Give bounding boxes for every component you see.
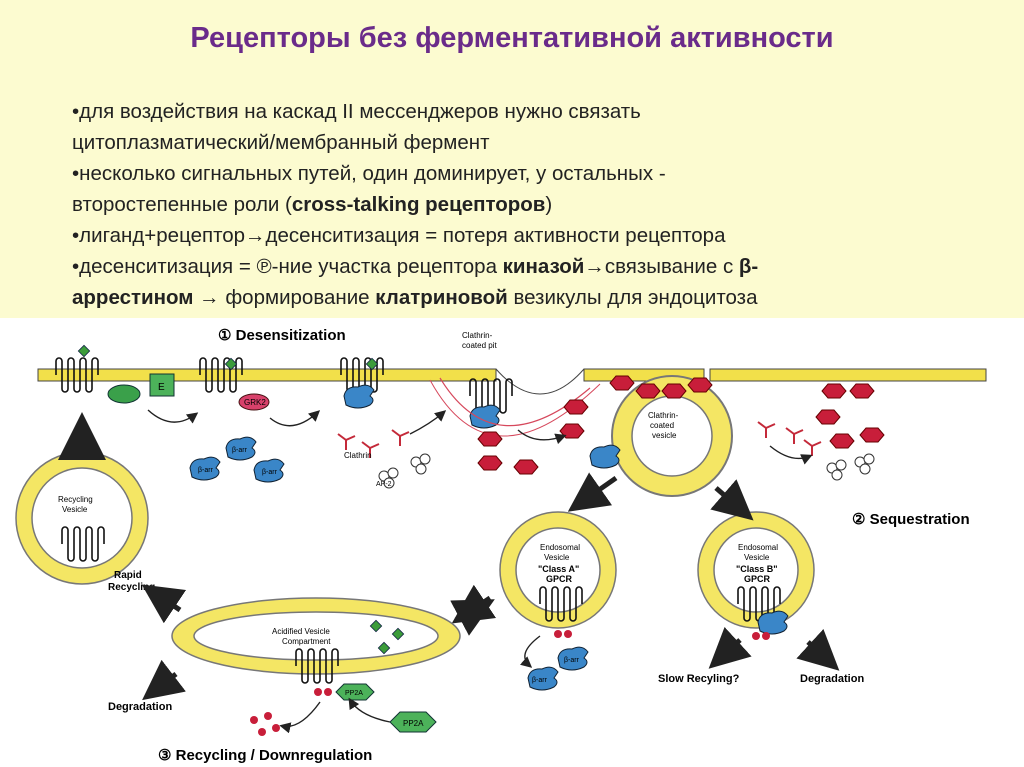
bullet-list: •для воздействия на каскад II мессенджер… bbox=[72, 96, 972, 313]
svg-text:Vesicle: Vesicle bbox=[544, 553, 570, 562]
svg-text:Vesicle: Vesicle bbox=[62, 505, 88, 514]
slow-recycling-label: Slow Recyling? bbox=[658, 673, 740, 685]
recycling-vesicle: Recycling Vesicle bbox=[15, 451, 149, 585]
degradation-label-left: Degradation bbox=[108, 701, 172, 713]
svg-text:Endosomal: Endosomal bbox=[540, 543, 580, 552]
svg-text:Endosomal: Endosomal bbox=[738, 543, 778, 552]
ligand-2 bbox=[224, 357, 238, 371]
svg-text:GRK2: GRK2 bbox=[244, 398, 266, 407]
svg-text:β-arr: β-arr bbox=[198, 467, 214, 474]
svg-text:β-arr: β-arr bbox=[564, 657, 580, 664]
clathrin-free: Clathrin bbox=[337, 421, 822, 460]
svg-text:Clathrin: Clathrin bbox=[344, 451, 372, 460]
cross-talking-term: cross-talking рецепторов bbox=[291, 193, 546, 216]
slide-title: Рецепторы без ферментативной активности bbox=[190, 22, 834, 54]
svg-text:Recycling: Recycling bbox=[58, 495, 93, 504]
bullet-1-line-1: •для воздействия на каскад II мессенджер… bbox=[72, 100, 641, 123]
svg-text:Compartment: Compartment bbox=[282, 637, 331, 646]
bullet-3: •лиганд+рецептор→десенситизация = потеря… bbox=[72, 224, 726, 247]
svg-text:β-arr: β-arr bbox=[532, 677, 548, 684]
svg-text:Clathrin-: Clathrin- bbox=[648, 411, 679, 420]
acidified-vesicle-compartment: Acidified Vesicle Compartment PP2A bbox=[171, 597, 461, 701]
svg-text:"Class A": "Class A" bbox=[538, 564, 579, 574]
pp2a-phosphatase: PP2A bbox=[389, 711, 437, 733]
svg-text:GPCR: GPCR bbox=[744, 574, 771, 584]
arrestin-bound-1 bbox=[343, 384, 375, 409]
endosome-class-b: Endosomal Vesicle "Class B" GPCR bbox=[697, 511, 815, 640]
dynamin-group: Dyn bbox=[477, 375, 885, 475]
ap2-adaptor: AP-2 bbox=[376, 453, 875, 489]
clathrin-coated-vesicle: Clathrin- coated vesicle bbox=[589, 375, 733, 497]
bullet-1-line-2: цитоплазматический/мембранный фермент bbox=[72, 131, 490, 154]
svg-text:"Class B": "Class B" bbox=[736, 564, 778, 574]
ligand-1 bbox=[77, 344, 91, 358]
arrestin-free: β-arr β-arr β-arr bbox=[189, 436, 285, 483]
svg-text:vesicle: vesicle bbox=[652, 431, 677, 440]
arrestin-released: β-arr β-arr bbox=[527, 646, 589, 691]
text-panel bbox=[0, 0, 1024, 318]
svg-text:Acidified Vesicle: Acidified Vesicle bbox=[272, 627, 330, 636]
step-3-label: ③ Recycling / Downregulation bbox=[158, 747, 372, 764]
bullet-2-line-1: •несколько сигнальных путей, один домини… bbox=[72, 162, 666, 185]
svg-text:E: E bbox=[158, 382, 165, 393]
endosome-class-a: Endosomal Vesicle "Class A" GPCR bbox=[499, 511, 617, 638]
step-2-label: ② Sequestration bbox=[852, 511, 970, 528]
ligand-3 bbox=[365, 357, 379, 371]
svg-text:Vesicle: Vesicle bbox=[744, 553, 770, 562]
svg-text:AP-2: AP-2 bbox=[376, 481, 392, 488]
svg-text:Recycling: Recycling bbox=[108, 582, 155, 593]
bullet-4: •десенситизация = ℗-ние участка рецептор… bbox=[72, 255, 759, 309]
svg-text:coated: coated bbox=[650, 421, 674, 430]
svg-text:coated pit: coated pit bbox=[462, 341, 497, 350]
svg-text:Dyn: Dyn bbox=[491, 449, 504, 456]
g-protein: E bbox=[107, 373, 175, 404]
degradation-label-right: Degradation bbox=[800, 673, 864, 685]
svg-text:PP2A: PP2A bbox=[345, 690, 363, 697]
phosphates-released bbox=[250, 712, 280, 736]
svg-text:Clathrin-: Clathrin- bbox=[462, 331, 493, 340]
svg-text:PP2A: PP2A bbox=[403, 719, 424, 728]
svg-text:Rapid: Rapid bbox=[114, 570, 142, 581]
step-1-label: ① Desensitization bbox=[218, 327, 346, 344]
bullet-2-line-2: второстепенные роли (cross-talking рецеп… bbox=[72, 193, 553, 216]
svg-text:β-arr: β-arr bbox=[262, 469, 278, 476]
svg-text:GPCR: GPCR bbox=[546, 574, 573, 584]
grk2-kinase: GRK2 bbox=[238, 393, 270, 411]
svg-text:β-arr: β-arr bbox=[232, 447, 248, 454]
gpcr-desensitization-diagram: ① Desensitization E GRK2 Clathrin- coate… bbox=[15, 327, 987, 764]
